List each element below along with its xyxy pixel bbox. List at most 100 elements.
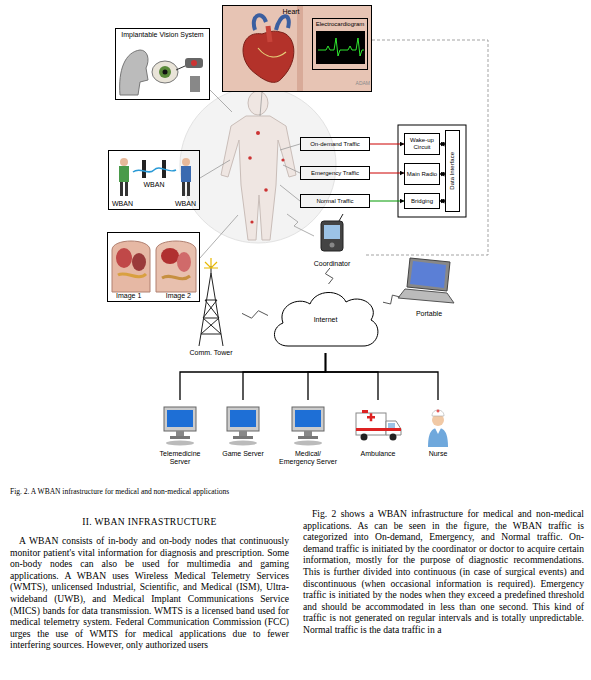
- wban-people-picture-part: [187, 182, 190, 196]
- nurse-symbol-part: [428, 428, 448, 447]
- leader-lines-part: [260, 92, 262, 116]
- connector: [308, 353, 326, 400]
- coordinator-device: Coordinator: [300, 218, 364, 268]
- organ-images-part: [132, 253, 146, 271]
- vision-implant-picture-part: [185, 58, 203, 68]
- connector: [243, 353, 326, 400]
- wban-people-picture-part: [120, 182, 123, 196]
- body-figure-part: [264, 188, 268, 192]
- server-monitors-part: [233, 436, 253, 439]
- leader-lines-part: [283, 165, 300, 173]
- vision-implant-picture-part: [159, 66, 171, 78]
- node-text: Heart: [273, 8, 309, 16]
- server-monitors-part: [166, 441, 194, 446]
- vision-box: Implantable Vision System: [115, 28, 210, 100]
- ecg-box: Electrocardiogram: [312, 18, 368, 70]
- organ-images-part: [177, 252, 191, 272]
- wban-people-picture: [119, 158, 191, 196]
- connector: [370, 173, 404, 174]
- heart-picture-part: [223, 6, 371, 91]
- leader-lines-part: [200, 160, 230, 178]
- ambulance-symbol-part: [362, 410, 368, 413]
- body-figure-part: [248, 156, 252, 160]
- traffic-box: On-demand Traffic: [300, 137, 370, 151]
- connector: [325, 268, 333, 284]
- wban-box: WBANWBANWBAN: [108, 150, 200, 210]
- heart-picture-part: [254, 15, 289, 30]
- body-paragraph: A WBAN consists of in-body and on-body n…: [10, 535, 289, 651]
- server-monitors-part: [176, 431, 184, 436]
- section-heading: II. WBAN INFRASTRUCTURE: [10, 516, 289, 528]
- ambulance-symbol-part: [356, 428, 401, 431]
- radio-block: Wake-up Circuit: [404, 133, 440, 155]
- server-monitors: [164, 407, 324, 446]
- server-monitors-part: [292, 407, 324, 431]
- vision-implant-picture-part: [152, 61, 178, 83]
- ambulance-symbol-part: [356, 413, 386, 435]
- leader-lines-part: [280, 185, 300, 201]
- connector: [326, 353, 439, 400]
- wban-people-picture-part: [119, 166, 129, 182]
- ambulance-symbol-part: [388, 423, 395, 428]
- ecg-screen-part: [316, 31, 365, 64]
- node-text: Coordinator: [290, 260, 374, 268]
- server-monitors-part: [167, 410, 193, 427]
- tower-symbol-part: [204, 258, 218, 268]
- figure-caption: Fig. 2. A WBAN infrastructure for medica…: [10, 487, 570, 496]
- node-text: Game Server: [213, 450, 273, 458]
- server-node: Telemedicine Server: [150, 400, 210, 480]
- heart-picture: [223, 6, 371, 91]
- organ-images-part: [118, 274, 146, 277]
- ambulance-node: Ambulance: [350, 400, 406, 480]
- heart-image-box: HeartElectrocardiogram: [222, 5, 372, 92]
- vision-implant-picture-part: [191, 60, 197, 66]
- vision-implant-picture-part: [163, 70, 168, 75]
- pda-device: [321, 214, 343, 251]
- connector: [180, 353, 326, 400]
- body-figure-part: [180, 87, 336, 243]
- node-text: Wake-up Circuit: [405, 137, 439, 151]
- heart-picture-part: [258, 48, 286, 57]
- body-figure-part: [256, 131, 260, 135]
- server-monitors-part: [229, 441, 257, 446]
- nurse-symbol: [428, 410, 448, 448]
- node-text: Portable: [390, 310, 468, 318]
- server-monitors-part: [294, 441, 322, 446]
- vision-implant-picture: [120, 50, 203, 95]
- node-text: Medical/ Emergency Server: [278, 450, 338, 466]
- heart-picture-part: [297, 6, 303, 91]
- server-monitors-part: [295, 410, 321, 427]
- comm-tower: Comm. Tower: [180, 265, 242, 357]
- server-monitors-part: [164, 407, 196, 431]
- traffic-box: Normal Traffic: [300, 194, 370, 208]
- body-paragraph: Fig. 2 shows a WBAN infrastructure for m…: [303, 508, 584, 636]
- node-text: Data Interface: [449, 152, 456, 190]
- leader-lines-part: [210, 90, 232, 112]
- nurse-symbol-part: [438, 410, 439, 413]
- node-text: WBAN: [112, 200, 133, 208]
- radio-block: Bridging: [404, 193, 440, 209]
- server-monitors-part: [230, 410, 256, 427]
- body-figure: [180, 87, 336, 243]
- tower-symbol: [199, 258, 223, 346]
- data-interface-box: Data Interface: [445, 130, 460, 212]
- connector: [383, 295, 400, 304]
- cloud-shape: [274, 292, 377, 346]
- node-text: Image 1: [116, 292, 141, 300]
- nurse-symbol-part: [432, 410, 444, 416]
- laptop-symbol-part: [407, 258, 450, 291]
- wban-people-picture-part: [142, 160, 146, 178]
- server-monitors-part: [170, 436, 190, 439]
- portable-laptop: Portable: [400, 258, 458, 318]
- node-text: Main Radio: [407, 171, 437, 178]
- nurse-symbol-part: [437, 411, 440, 412]
- wban-people-picture-part: [182, 182, 185, 196]
- vision-implant-picture-part: [176, 66, 185, 70]
- organ-images: [112, 241, 196, 292]
- laptop-symbol: [398, 258, 454, 303]
- node-text: Implantable Vision System: [116, 31, 209, 39]
- server-monitors-part: [298, 436, 318, 439]
- node-text: Comm. Tower: [170, 349, 252, 357]
- server-node: Game Server: [213, 400, 273, 480]
